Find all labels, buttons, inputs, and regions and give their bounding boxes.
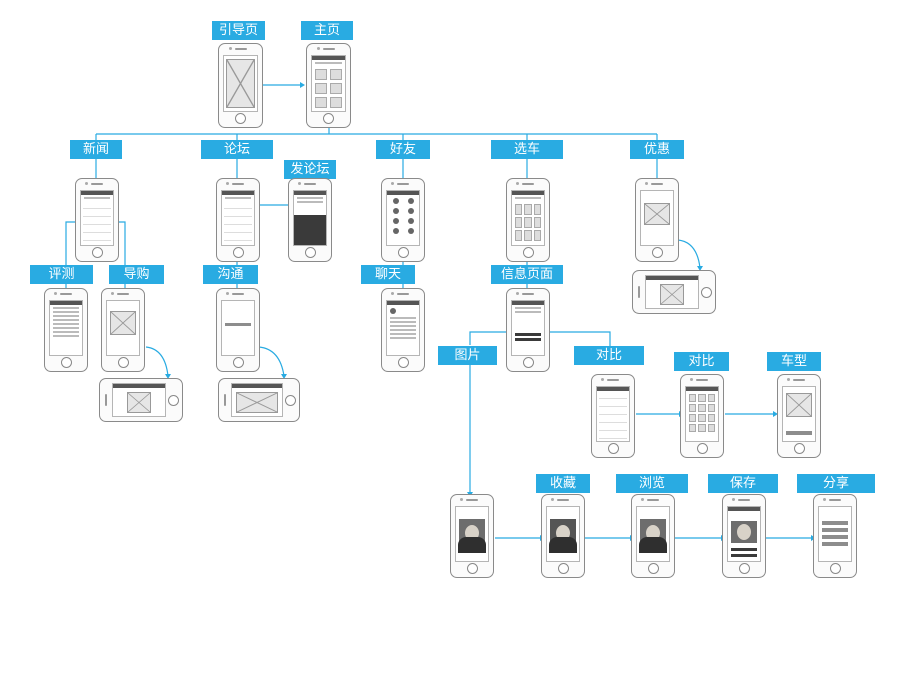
label-splash: 引导页 [212, 21, 265, 40]
label-choose-car: 选车 [491, 140, 563, 159]
arrowhead-deals-land [697, 266, 703, 271]
label-review: 评测 [30, 265, 93, 284]
label-news: 新闻 [70, 140, 122, 159]
phone-splash [218, 43, 263, 128]
phone-picture [450, 494, 494, 578]
label-friends: 好友 [376, 140, 430, 159]
phone-deals [635, 178, 679, 262]
phone-post-forum [288, 178, 332, 262]
connector-news-review [65, 221, 78, 266]
phone-communicate-landscape [218, 378, 300, 422]
label-picture: 图片 [438, 346, 497, 365]
phone-favorite [541, 494, 585, 578]
label-chat: 聊天 [361, 265, 415, 284]
label-shopping-guide: 导购 [109, 265, 164, 284]
arrowhead-home [300, 82, 305, 88]
phone-communicate [216, 288, 260, 372]
label-forum: 论坛 [201, 140, 273, 159]
phone-choose-car [506, 178, 550, 262]
arrowhead-carmodel [773, 411, 778, 417]
phone-chat [381, 288, 425, 372]
label-communicate: 沟通 [203, 265, 258, 284]
label-save: 保存 [708, 474, 778, 493]
label-favorite: 收藏 [536, 474, 590, 493]
phone-compare-1 [591, 374, 635, 458]
arrowhead-communicate-land [281, 374, 287, 379]
label-browse: 浏览 [616, 474, 688, 493]
phone-home [306, 43, 351, 128]
label-deals: 优惠 [630, 140, 684, 159]
connector-communicate-land [258, 346, 285, 377]
phone-news [75, 178, 119, 262]
phone-browse [631, 494, 675, 578]
phone-car-model [777, 374, 821, 458]
label-car-model: 车型 [767, 352, 821, 371]
connector-info-compare [549, 331, 611, 347]
phone-share [813, 494, 857, 578]
phone-save [722, 494, 766, 578]
label-info-page: 信息页面 [491, 265, 563, 284]
phone-forum [216, 178, 260, 262]
label-compare-2: 对比 [674, 352, 729, 371]
label-share: 分享 [797, 474, 875, 493]
connector-deals-land [677, 239, 701, 269]
phone-shopping-guide [101, 288, 145, 372]
phone-friends [381, 178, 425, 262]
arrowhead-guide-land [165, 374, 171, 379]
phone-review [44, 288, 88, 372]
connector-guide-land [145, 346, 169, 377]
label-home: 主页 [301, 21, 353, 40]
phone-shopping-guide-landscape [99, 378, 183, 422]
label-compare-1: 对比 [574, 346, 644, 365]
phone-compare-2 [680, 374, 724, 458]
phone-deals-landscape [632, 270, 716, 314]
phone-info-page [506, 288, 550, 372]
label-post-forum: 发论坛 [284, 160, 336, 179]
